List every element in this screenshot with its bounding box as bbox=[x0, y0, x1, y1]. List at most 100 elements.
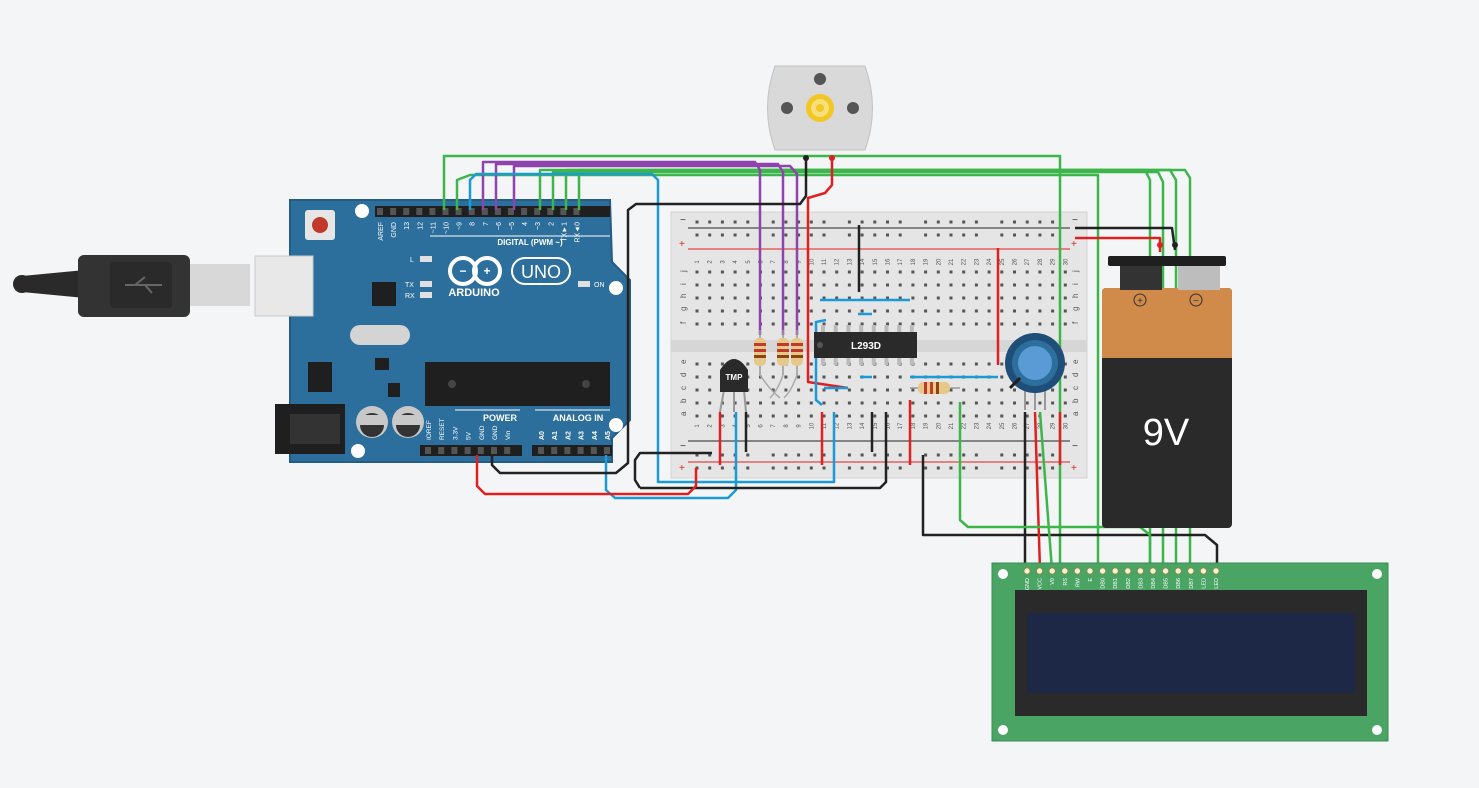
breadboard-hole[interactable] bbox=[898, 388, 902, 392]
breadboard-hole[interactable] bbox=[860, 401, 864, 405]
header-pin[interactable] bbox=[438, 447, 445, 454]
breadboard-hole[interactable] bbox=[924, 270, 928, 274]
breadboard-hole[interactable] bbox=[720, 270, 724, 274]
lcd-pin[interactable] bbox=[1161, 567, 1170, 575]
breadboard-hole[interactable] bbox=[847, 283, 851, 287]
breadboard-hole[interactable] bbox=[835, 414, 839, 418]
breadboard-hole[interactable] bbox=[784, 414, 788, 418]
breadboard-hole[interactable] bbox=[1013, 322, 1016, 326]
breadboard-hole[interactable] bbox=[733, 401, 737, 405]
breadboard-hole[interactable] bbox=[822, 401, 826, 405]
breadboard-hole[interactable] bbox=[708, 388, 712, 392]
breadboard-hole[interactable] bbox=[898, 309, 902, 313]
breadboard-hole[interactable] bbox=[1038, 309, 1042, 313]
breadboard-hole[interactable] bbox=[695, 362, 699, 366]
header-pin[interactable] bbox=[590, 447, 597, 454]
breadboard-hole[interactable] bbox=[733, 322, 737, 326]
breadboard-hole[interactable] bbox=[822, 283, 826, 287]
breadboard-hole[interactable] bbox=[733, 283, 737, 287]
breadboard-hole[interactable] bbox=[974, 414, 978, 418]
breadboard-hole[interactable] bbox=[695, 322, 699, 326]
breadboard-hole[interactable] bbox=[1051, 414, 1055, 418]
breadboard-hole[interactable] bbox=[873, 375, 877, 379]
rail-hole[interactable] bbox=[822, 233, 826, 237]
breadboard-hole[interactable] bbox=[936, 270, 940, 274]
breadboard-hole[interactable] bbox=[784, 296, 788, 300]
breadboard-hole[interactable] bbox=[720, 322, 724, 326]
breadboard-hole[interactable] bbox=[1013, 296, 1016, 300]
breadboard-hole[interactable] bbox=[974, 322, 978, 326]
rail-hole[interactable] bbox=[1013, 220, 1016, 224]
breadboard-hole[interactable] bbox=[1063, 322, 1067, 326]
rail-hole[interactable] bbox=[784, 220, 788, 224]
header-pin[interactable] bbox=[521, 208, 528, 215]
breadboard-hole[interactable] bbox=[695, 283, 699, 287]
breadboard-hole[interactable] bbox=[873, 401, 877, 405]
breadboard-hole[interactable] bbox=[987, 296, 991, 300]
breadboard-hole[interactable] bbox=[1063, 296, 1067, 300]
breadboard-hole[interactable] bbox=[987, 401, 991, 405]
breadboard-hole[interactable] bbox=[847, 309, 851, 313]
breadboard-hole[interactable] bbox=[936, 296, 940, 300]
rail-hole[interactable] bbox=[886, 220, 889, 224]
breadboard-hole[interactable] bbox=[860, 414, 864, 418]
breadboard-hole[interactable] bbox=[949, 283, 953, 287]
breadboard-hole[interactable] bbox=[1038, 296, 1042, 300]
breadboard-hole[interactable] bbox=[759, 414, 762, 418]
breadboard-hole[interactable] bbox=[860, 388, 864, 392]
breadboard-hole[interactable] bbox=[1013, 283, 1016, 287]
header-pin[interactable] bbox=[508, 208, 514, 215]
breadboard-hole[interactable] bbox=[1051, 401, 1055, 405]
rail-hole[interactable] bbox=[974, 453, 978, 457]
breadboard-hole[interactable] bbox=[695, 270, 699, 274]
breadboard-hole[interactable] bbox=[962, 362, 966, 366]
breadboard-hole[interactable] bbox=[809, 283, 813, 287]
rail-hole[interactable] bbox=[860, 220, 864, 224]
rail-hole[interactable] bbox=[886, 466, 889, 470]
breadboard-hole[interactable] bbox=[924, 296, 928, 300]
rail-hole[interactable] bbox=[949, 233, 953, 237]
breadboard-hole[interactable] bbox=[695, 388, 699, 392]
lcd-pin[interactable] bbox=[1098, 567, 1107, 575]
breadboard-hole[interactable] bbox=[873, 283, 877, 287]
rail-hole[interactable] bbox=[784, 233, 788, 237]
lcd-pin[interactable] bbox=[1073, 567, 1082, 575]
breadboard-hole[interactable] bbox=[1013, 270, 1016, 274]
breadboard-hole[interactable] bbox=[1000, 388, 1004, 392]
rail-hole[interactable] bbox=[797, 453, 801, 457]
rail-hole[interactable] bbox=[695, 220, 699, 224]
breadboard-hole[interactable] bbox=[898, 270, 902, 274]
breadboard-hole[interactable] bbox=[974, 296, 978, 300]
breadboard-hole[interactable] bbox=[1000, 270, 1004, 274]
breadboard-hole[interactable] bbox=[797, 414, 801, 418]
rail-hole[interactable] bbox=[974, 233, 978, 237]
header-pin[interactable] bbox=[455, 208, 462, 215]
header-pin[interactable] bbox=[604, 447, 610, 454]
rail-hole[interactable] bbox=[784, 453, 788, 457]
breadboard-hole[interactable] bbox=[1038, 322, 1042, 326]
breadboard-hole[interactable] bbox=[771, 296, 775, 300]
rail-hole[interactable] bbox=[936, 453, 940, 457]
breadboard-jumpers[interactable] bbox=[718, 225, 1062, 465]
breadboard-hole[interactable] bbox=[1038, 401, 1042, 405]
breadboard-hole[interactable] bbox=[797, 322, 801, 326]
breadboard-hole[interactable] bbox=[911, 388, 915, 392]
lcd-pin[interactable] bbox=[1061, 567, 1069, 575]
breadboard-hole[interactable] bbox=[987, 388, 991, 392]
battery-9v[interactable]: + − 9V bbox=[1102, 242, 1232, 528]
breadboard-hole[interactable] bbox=[759, 401, 762, 405]
breadboard-hole[interactable] bbox=[949, 401, 953, 405]
breadboard-hole[interactable] bbox=[1051, 388, 1055, 392]
rail-hole[interactable] bbox=[886, 233, 889, 237]
breadboard-hole[interactable] bbox=[720, 414, 724, 418]
breadboard-hole[interactable] bbox=[886, 309, 889, 313]
breadboard-hole[interactable] bbox=[809, 296, 813, 300]
breadboard-hole[interactable] bbox=[695, 309, 699, 313]
rail-hole[interactable] bbox=[949, 466, 953, 470]
header-pin[interactable] bbox=[534, 208, 541, 215]
lcd-pin[interactable] bbox=[1199, 567, 1208, 575]
breadboard-hole[interactable] bbox=[898, 401, 902, 405]
breadboard-hole[interactable] bbox=[898, 322, 902, 326]
reset-button[interactable] bbox=[305, 210, 335, 240]
rail-hole[interactable] bbox=[708, 233, 712, 237]
